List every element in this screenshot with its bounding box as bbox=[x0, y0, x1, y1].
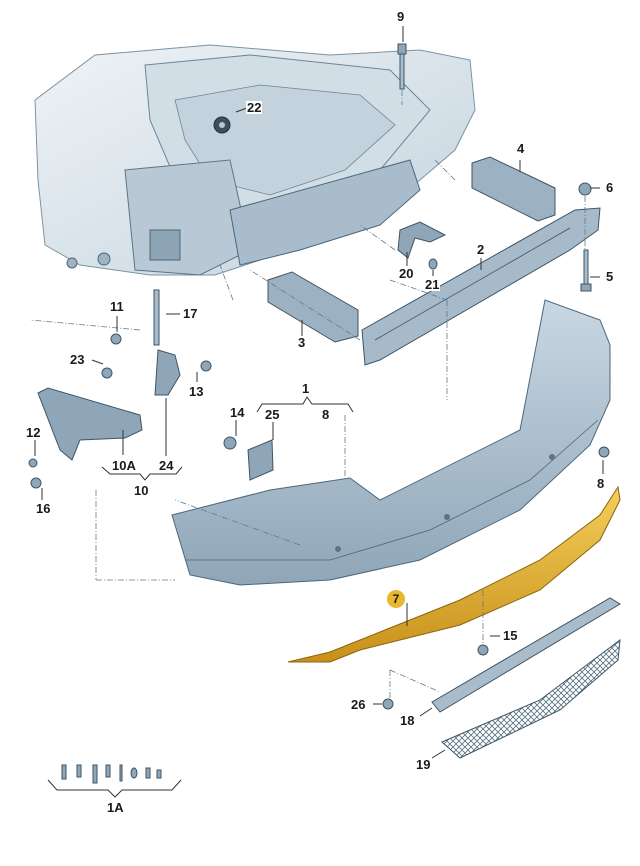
leader-lines bbox=[29, 90, 586, 700]
part-label-19[interactable]: 19 bbox=[415, 757, 432, 772]
part-label-10a[interactable]: 10A bbox=[111, 458, 137, 473]
screw-26 bbox=[382, 698, 394, 710]
impact-beam-2 bbox=[361, 207, 601, 366]
nut-14 bbox=[223, 436, 237, 450]
crash-box-3 bbox=[267, 271, 359, 343]
screw-12 bbox=[28, 458, 38, 468]
screw-16 bbox=[30, 477, 42, 489]
bolt-5 bbox=[580, 249, 592, 292]
hardware-kit-1a bbox=[47, 764, 182, 798]
part-label-23[interactable]: 23 bbox=[69, 352, 86, 367]
part-label-25[interactable]: 25 bbox=[264, 407, 281, 422]
part-label-18[interactable]: 18 bbox=[399, 713, 416, 728]
bumper-cover-1 bbox=[171, 299, 611, 586]
part-label-6[interactable]: 6 bbox=[605, 180, 615, 195]
part-label-21[interactable]: 21 bbox=[424, 277, 441, 292]
bracket-10a bbox=[37, 387, 143, 461]
part-label-11[interactable]: 11 bbox=[109, 299, 125, 314]
label-ticks bbox=[34, 26, 604, 759]
part-label-3[interactable]: 3 bbox=[297, 335, 307, 350]
part-label-14[interactable]: 14 bbox=[229, 405, 246, 420]
bracket-20 bbox=[397, 221, 447, 259]
part-label-26[interactable]: 26 bbox=[350, 697, 367, 712]
part-label-12[interactable]: 12 bbox=[25, 425, 42, 440]
part-label-9[interactable]: 9 bbox=[396, 9, 406, 24]
part-label-24[interactable]: 24 bbox=[158, 458, 175, 473]
part-label-4[interactable]: 4 bbox=[516, 141, 526, 156]
part-label-1[interactable]: 1 bbox=[301, 381, 311, 396]
part-label-1a[interactable]: 1A bbox=[106, 800, 125, 815]
part-label-13[interactable]: 13 bbox=[188, 384, 205, 399]
part-label-16[interactable]: 16 bbox=[35, 501, 52, 516]
part-label-8-group[interactable]: 8 bbox=[321, 407, 331, 422]
part-label-22[interactable]: 22 bbox=[246, 100, 263, 115]
part-label-5[interactable]: 5 bbox=[605, 269, 615, 284]
part-label-2[interactable]: 2 bbox=[476, 242, 486, 257]
clip-11 bbox=[110, 333, 122, 345]
part-label-8[interactable]: 8 bbox=[596, 476, 606, 491]
screw-13 bbox=[200, 360, 212, 372]
clip-23 bbox=[101, 367, 113, 379]
grille-19 bbox=[441, 638, 621, 759]
part-label-7-highlighted[interactable]: 7 bbox=[387, 590, 405, 608]
part-label-17[interactable]: 17 bbox=[182, 306, 199, 321]
nut-21 bbox=[428, 258, 438, 270]
nut-6 bbox=[578, 182, 592, 196]
part-label-10[interactable]: 10 bbox=[133, 483, 150, 498]
part-label-15[interactable]: 15 bbox=[502, 628, 519, 643]
brace-10 bbox=[101, 466, 183, 481]
screw-15 bbox=[477, 644, 489, 656]
brace-1 bbox=[256, 396, 354, 413]
car-body bbox=[34, 44, 476, 276]
bracket-25 bbox=[247, 439, 274, 481]
bolt-9 bbox=[397, 43, 407, 90]
crash-box-4 bbox=[471, 156, 556, 222]
part-label-20[interactable]: 20 bbox=[398, 266, 415, 281]
bracket-24 bbox=[153, 289, 181, 396]
trim-strip-18 bbox=[431, 597, 621, 713]
